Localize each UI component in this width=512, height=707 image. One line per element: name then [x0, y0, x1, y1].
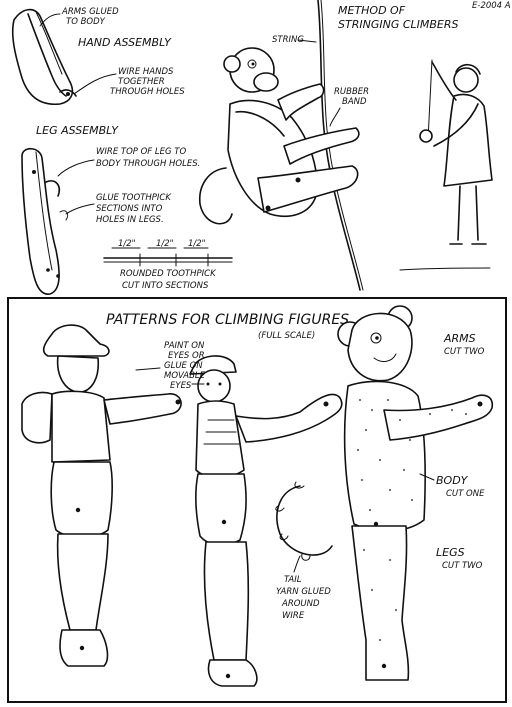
band-label-2: BAND — [342, 97, 367, 107]
leg-glue-leader — [65, 203, 95, 215]
tail-pattern — [275, 481, 333, 561]
toothpick-dim-2: 1/2" — [156, 239, 174, 249]
leg-note-glue-2: SECTIONS INTO — [96, 204, 163, 214]
stringing-title-1: METHOD OF — [338, 4, 406, 17]
arms-cut: CUT TWO — [444, 347, 485, 357]
eyes-note-1: PAINT ON — [164, 341, 205, 351]
toothpick-note-1: ROUNDED TOOTHPICK — [120, 269, 217, 279]
toothpick-note-2: CUT INTO SECTIONS — [122, 281, 209, 291]
stringing-title-2: STRINGING CLIMBERS — [338, 18, 459, 31]
hand-note-arms-2: TO BODY — [66, 17, 106, 27]
leg-note-wire-1: WIRE TOP OF LEG TO — [96, 147, 186, 157]
legs-label: LEGS — [436, 546, 465, 559]
tail-leader — [293, 555, 301, 573]
bear-figure-pattern — [337, 305, 494, 681]
eyes-leaders — [135, 367, 205, 385]
climbing-monkey-drawing — [199, 47, 360, 225]
arms-label: ARMS — [443, 332, 476, 345]
tail-note-4: WIRE — [282, 611, 305, 621]
hand-note-wire-2: TOGETHER — [118, 77, 165, 87]
eyes-note-2: EYES OR — [168, 351, 205, 361]
hand-assembly-drawing — [11, 8, 77, 105]
toothpick-drawing — [103, 247, 233, 267]
patterns-subtitle: (FULL SCALE) — [258, 331, 315, 341]
leg-note-glue-3: HOLES IN LEGS. — [96, 215, 164, 225]
leg-wire-leader — [57, 159, 95, 177]
patterns-frame — [7, 297, 507, 703]
body-leader — [419, 473, 435, 481]
hand-note-arms-1: ARMS GLUED — [61, 7, 119, 17]
leg-note-wire-2: BODY THROUGH HOLES. — [96, 159, 200, 169]
page-code: E-2004 A — [472, 1, 511, 11]
hand-note-wire-3: THROUGH HOLES — [110, 87, 185, 97]
legs-cut: CUT TWO — [442, 561, 483, 571]
eyes-note-4: MOVABLE — [164, 371, 206, 381]
tail-note-2: YARN GLUED — [276, 587, 331, 597]
arms-leader-line — [39, 13, 61, 27]
body-label: BODY — [436, 474, 469, 487]
tail-note-3: AROUND — [281, 599, 320, 609]
patterns-title: PATTERNS FOR CLIMBING FIGURES — [106, 312, 349, 328]
band-label-1: RUBBER — [334, 87, 369, 97]
hand-assembly-title: HAND ASSEMBLY — [78, 36, 172, 49]
sailor-figure-pattern — [189, 355, 343, 687]
string-leader — [297, 39, 317, 43]
leg-note-glue-1: GLUE TOOTHPICK — [96, 193, 172, 203]
girl-operating-climber-drawing — [399, 59, 493, 271]
wire-leader-line — [73, 73, 117, 95]
boy-figure-pattern — [21, 324, 182, 667]
string-label: STRING — [272, 35, 304, 45]
toothpick-dim-3: 1/2" — [188, 239, 206, 249]
toothpick-dim-1: 1/2" — [118, 239, 136, 249]
eyes-note-3: GLUE ON — [164, 361, 203, 371]
leg-assembly-title: LEG ASSEMBLY — [36, 124, 119, 137]
string-rope — [317, 0, 364, 291]
leg-assembly-drawing — [21, 147, 69, 295]
band-leader — [329, 107, 341, 127]
body-cut: CUT ONE — [446, 489, 485, 499]
hand-note-wire-1: WIRE HANDS — [118, 67, 174, 77]
eyes-note-5: EYES — [170, 381, 192, 391]
tail-note-1: TAIL — [284, 575, 302, 585]
